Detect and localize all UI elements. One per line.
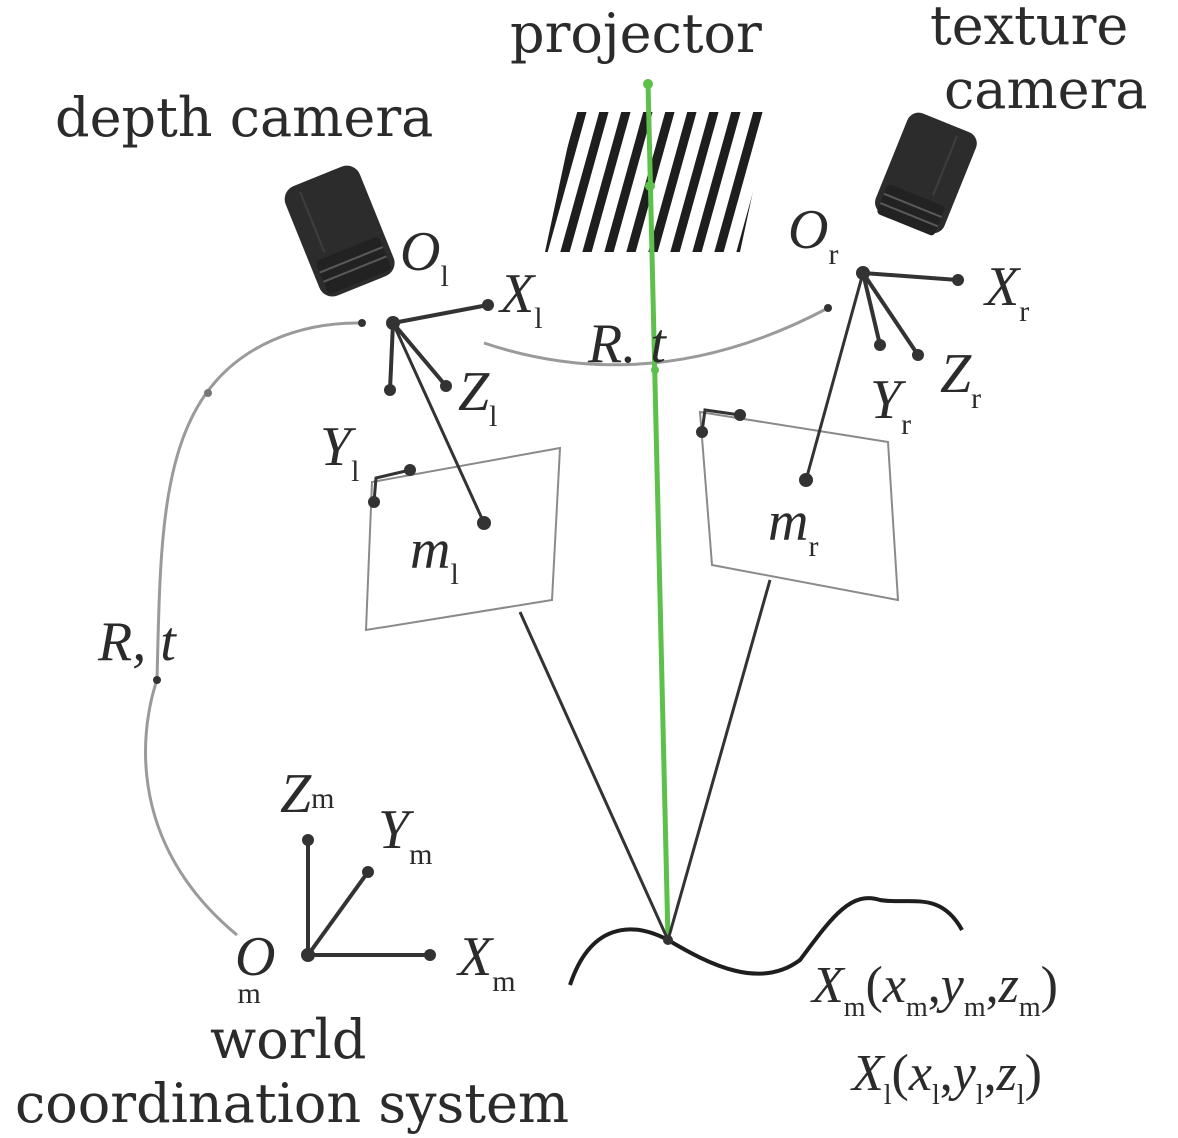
point-local-coords: Xl(xl,yl,zl) — [850, 1045, 1042, 1111]
projector-ray-dot — [651, 366, 659, 374]
projector-ray-dot — [645, 181, 655, 191]
point-world-coords: Xm(xm,ym,zm) — [810, 957, 1058, 1023]
o-r-label: Or — [788, 199, 838, 271]
right-view-ray — [666, 579, 772, 941]
right-camera-frame — [696, 266, 964, 487]
texture-camera-label-line1: texture — [930, 0, 1128, 57]
projector-ray-dot — [643, 79, 653, 89]
projector-fringe-pattern — [545, 112, 770, 252]
depth-camera-icon — [284, 165, 395, 297]
rt-arc-world — [144, 321, 363, 937]
rt-label-left: R, t — [97, 611, 177, 673]
left-camera-frame — [368, 299, 494, 530]
m-l-label: ml — [410, 519, 459, 591]
object-surface-curve — [568, 896, 964, 986]
m-r-label: mr — [768, 491, 818, 563]
depth-camera-label: depth camera — [55, 86, 433, 149]
world-label-line2: coordination system — [15, 1072, 569, 1135]
projector-ray — [645, 81, 671, 941]
y-r-label: Yr — [870, 369, 911, 441]
arc-dot — [153, 676, 161, 684]
x-l-label: Xl — [498, 263, 543, 335]
x-m-label: Xm — [456, 926, 516, 998]
z-l-label: Zl — [458, 361, 498, 433]
o-l-label: Ol — [400, 221, 449, 293]
right-image-plane — [698, 410, 900, 602]
z-m-label: Zm — [280, 763, 335, 825]
arc-dot — [358, 319, 366, 327]
z-r-label: Zr — [940, 343, 981, 415]
rt-label-top: R. t — [587, 313, 667, 375]
world-frame — [301, 834, 436, 962]
projector-label: projector — [510, 2, 762, 65]
arc-dot — [824, 304, 832, 312]
x-r-label: Xr — [983, 256, 1029, 328]
y-l-label: Yl — [320, 416, 360, 488]
y-m-label: Ym — [378, 799, 433, 871]
left-image-plane — [364, 446, 562, 632]
arc-dot — [204, 389, 212, 397]
surface-point — [663, 935, 673, 945]
texture-camera-icon — [875, 112, 977, 236]
left-view-ray — [518, 611, 670, 941]
texture-camera-label-line2: camera — [944, 58, 1148, 121]
world-label-line1: world — [210, 1008, 366, 1071]
